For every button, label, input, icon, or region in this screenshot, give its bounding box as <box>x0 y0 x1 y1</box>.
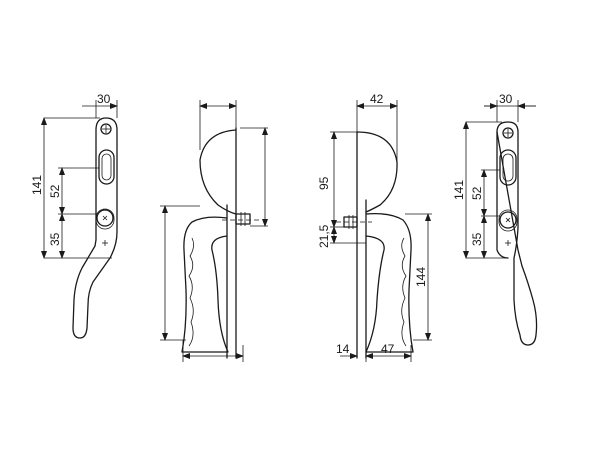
dim-front-left-upper: 52 <box>48 184 62 198</box>
front-view-left <box>41 100 118 339</box>
side-view-left <box>160 100 268 362</box>
dim-side-top-width: 42 <box>370 92 384 106</box>
dim-side-lower: 21,5 <box>317 224 331 248</box>
dim-front-right-lower: 35 <box>470 232 484 246</box>
dim-front-left-width: 30 <box>97 92 111 106</box>
dim-front-right-height: 141 <box>452 180 466 200</box>
dim-front-right-width: 30 <box>499 92 513 106</box>
dim-front-left-height: 141 <box>30 175 44 195</box>
dim-side-handle-height: 144 <box>414 267 428 287</box>
front-view-right <box>463 100 538 346</box>
dim-side-upper: 95 <box>317 176 331 190</box>
dim-front-left-lower: 35 <box>48 232 62 246</box>
side-view-right <box>330 100 432 362</box>
dim-side-bottom-right: 47 <box>381 342 395 356</box>
dim-side-bottom-left: 14 <box>336 342 350 356</box>
dim-front-right-upper: 52 <box>470 186 484 200</box>
